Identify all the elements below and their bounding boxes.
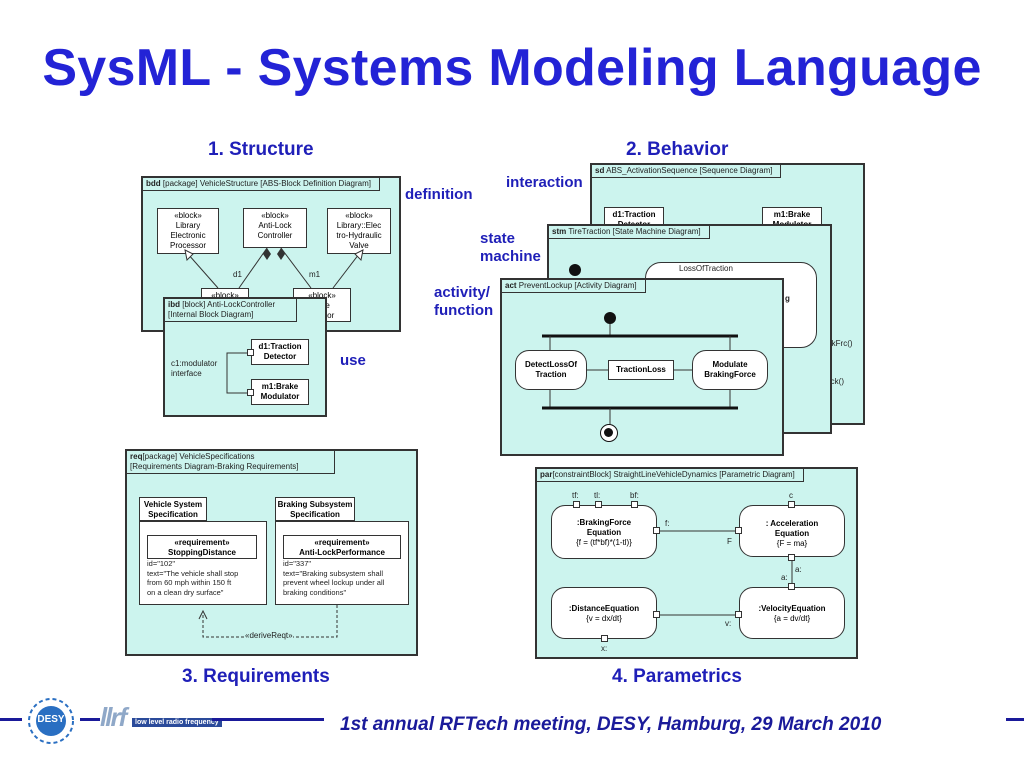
section-structure-label: 1. Structure: [208, 139, 314, 160]
par-label-a: a:: [795, 565, 802, 574]
par-port-tl: [595, 501, 602, 508]
par-port-a2: [788, 583, 795, 590]
annotation-machine: machine: [480, 248, 541, 265]
llrf-logo: llrf low level radio frequency: [100, 700, 222, 738]
ibd-connector-label-1: c1:modulator: [171, 359, 218, 368]
req-header: req[package] VehicleSpecifications[Requi…: [127, 451, 335, 474]
par-port-x-out: [653, 611, 660, 618]
footer-text: 1st annual RFTech meeting, DESY, Hamburg…: [340, 714, 882, 735]
par-label-bf: bf:: [630, 491, 639, 500]
par-header: par[constraintBlock] StraightLineVehicle…: [537, 469, 804, 482]
annotation-use: use: [340, 352, 366, 369]
annotation-activity: activity/: [434, 284, 490, 301]
ibd-connector-label-2: interface: [171, 369, 202, 378]
req-diagram: req[package] VehicleSpecifications[Requi…: [125, 449, 418, 656]
req-derive-relationship: [198, 605, 338, 638]
par-label-f: f:: [665, 519, 670, 528]
footer-line-mid: [80, 718, 100, 721]
act-initial-node: [604, 312, 616, 324]
par-port-a: [788, 554, 795, 561]
desy-logo: DESY: [22, 696, 80, 746]
annotation-interaction: interaction: [506, 174, 583, 191]
section-behavior-label: 2. Behavior: [626, 139, 729, 160]
par-label-tl: tl:: [594, 491, 601, 500]
annotation-definition: definition: [405, 186, 473, 203]
footer-line-right-of-logos: [212, 718, 324, 721]
par-port-F: [735, 527, 742, 534]
par-port-x: [601, 635, 608, 642]
par-label-a2: a:: [781, 573, 788, 582]
par-port-tf: [573, 501, 580, 508]
sd-header: sd ABS_ActivationSequence [Sequence Diag…: [592, 165, 782, 178]
ibd-diagram: ibd [block] Anti-LockController[Internal…: [163, 297, 327, 417]
annotation-function: function: [434, 302, 494, 319]
req-anti-lock-title: «requirement»Anti-LockPerformance: [283, 535, 401, 559]
par-label-F: F: [727, 537, 732, 546]
ibd-port-2: [247, 389, 254, 396]
act-flows: [542, 324, 738, 424]
stm-state-fragment: g: [785, 294, 790, 303]
footer-line-end: [1006, 718, 1024, 721]
ibd-connector: [226, 352, 247, 394]
stm-initial-state: [569, 264, 581, 276]
bdd-role-m1: m1: [309, 270, 321, 279]
par-label-v: v:: [725, 619, 732, 628]
footer-line-left: [0, 718, 22, 721]
act-header: act PreventLockup [Activity Diagram]: [502, 280, 646, 293]
par-port-v: [735, 611, 742, 618]
par-port-bf: [631, 501, 638, 508]
stm-header: stm TireTraction [State Machine Diagram]: [549, 226, 710, 239]
act-final-node: [600, 424, 618, 442]
bdd-header: bdd [package] VehicleStructure [ABS-Bloc…: [143, 178, 381, 191]
ibd-header: ibd [block] Anti-LockController[Internal…: [165, 299, 297, 322]
par-port-f: [653, 527, 660, 534]
par-label-tf: tf:: [572, 491, 579, 500]
act-object-traction-loss: TractionLoss: [608, 360, 674, 380]
bdd-connectors: [184, 247, 364, 289]
sd-message-1: rkFrc(): [829, 339, 853, 348]
annotation-state: state: [480, 230, 516, 247]
section-parametrics-label: 4. Parametrics: [612, 666, 742, 687]
par-diagram: par[constraintBlock] StraightLineVehicle…: [535, 467, 858, 659]
act-diagram: act PreventLockup [Activity Diagram] Det…: [500, 278, 784, 456]
section-requirements-label: 3. Requirements: [182, 666, 330, 687]
stm-transition-label: LossOfTraction: [679, 264, 733, 273]
par-bindings: [660, 530, 793, 616]
bdd-role-d1: d1: [233, 270, 242, 279]
par-label-x: x:: [601, 644, 608, 653]
par-port-c: [788, 501, 795, 508]
ibd-port-1: [247, 349, 254, 356]
req-derive-label: «deriveReqt»: [245, 631, 293, 641]
req-stopping-distance-title: «requirement»StoppingDistance: [147, 535, 257, 559]
page-title: SysML - Systems Modeling Language: [42, 39, 982, 97]
par-label-c: c: [789, 491, 793, 500]
